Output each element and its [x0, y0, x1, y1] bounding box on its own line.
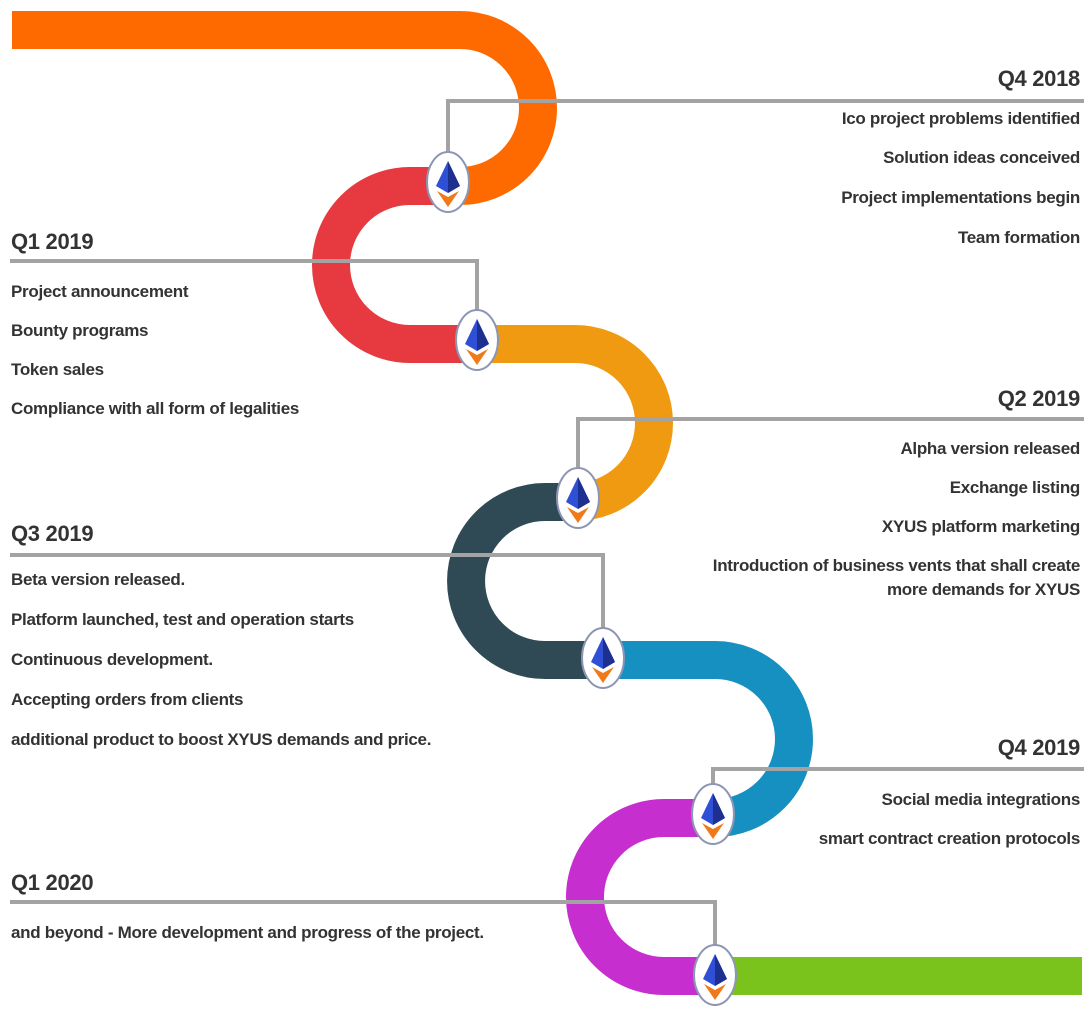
milestone-item: additional product to boost XYUS demands… — [11, 730, 432, 749]
milestone-title: Q1 2019 — [11, 229, 94, 254]
milestone-q3-2019: Q3 2019 Beta version released. Platform … — [11, 521, 431, 750]
milestone-item: Ico project problems identified — [841, 109, 1080, 128]
milestone-item: Social media integrations — [881, 790, 1081, 809]
milestone-item: Exchange listing — [949, 478, 1081, 497]
connector-q1-2019 — [10, 259, 479, 320]
milestone-items: Ico project problems identified Solution… — [841, 108, 1080, 248]
milestone-item: Project implementations begin — [841, 188, 1080, 207]
ethereum-diamond-icon — [465, 319, 489, 365]
milestone-title: Q4 2018 — [997, 66, 1081, 91]
connector-q2-2019 — [576, 417, 1084, 478]
milestone-q4-2018: Q4 2018 Ico project problems identified … — [841, 66, 1080, 248]
milestone-nodes — [426, 151, 737, 1006]
milestone-items: Alpha version released Exchange listing … — [712, 438, 1081, 600]
milestone-items: Project announcement Bounty programs Tok… — [11, 281, 299, 419]
road-segment-2 — [312, 167, 475, 363]
milestone-item: Platform launched, test and operation st… — [11, 610, 354, 629]
milestone-item: Accepting orders from clients — [11, 690, 244, 709]
milestone-node-q1-2019 — [455, 309, 499, 371]
milestone-items: and beyond - More development and progre… — [11, 922, 484, 943]
road-segment-1 — [12, 10, 557, 205]
ethereum-diamond-icon — [591, 637, 615, 683]
road-segments — [12, 10, 1082, 995]
connector-q4-2018 — [446, 99, 1084, 166]
milestone-item: Introduction of business vents that shal… — [712, 556, 1081, 575]
milestone-item: Team formation — [957, 228, 1080, 247]
milestone-q4-2019: Q4 2019 Social media integrations smart … — [818, 735, 1081, 849]
milestone-item: and beyond - More development and progre… — [11, 923, 484, 942]
milestone-title: Q2 2019 — [997, 386, 1081, 411]
milestone-items: Beta version released. Platform launched… — [11, 569, 431, 750]
milestone-node-q3-2019 — [581, 627, 625, 689]
milestone-title: Q3 2019 — [11, 521, 94, 546]
milestone-item: XYUS platform marketing — [881, 517, 1080, 536]
milestone-title: Q1 2020 — [11, 870, 94, 895]
milestone-item: Beta version released. — [11, 570, 185, 589]
ethereum-diamond-icon — [703, 954, 727, 1000]
milestone-title: Q4 2019 — [997, 735, 1081, 760]
milestone-item: Token sales — [11, 360, 104, 379]
milestone-item: Compliance with all form of legalities — [11, 399, 300, 418]
milestone-node-q2-2019 — [556, 467, 600, 529]
ethereum-diamond-icon — [436, 161, 460, 207]
milestone-q1-2020: Q1 2020 and beyond - More development an… — [11, 870, 484, 943]
milestone-node-q1-2020 — [693, 944, 737, 1006]
road-segment-4 — [447, 483, 603, 679]
ethereum-diamond-icon — [566, 477, 590, 523]
road-segment-6 — [566, 799, 715, 995]
connector-q3-2019 — [10, 553, 605, 636]
milestone-q1-2019: Q1 2019 Project announcement Bounty prog… — [11, 229, 299, 419]
milestone-items: Social media integrations smart contract… — [818, 789, 1081, 849]
ethereum-diamond-icon — [701, 793, 725, 839]
milestone-node-q4-2018 — [426, 151, 470, 213]
milestone-item: more demands for XYUS — [886, 580, 1080, 599]
milestone-item: Bounty programs — [11, 321, 149, 340]
milestone-item: Continuous development. — [11, 650, 213, 669]
milestone-node-q4-2019 — [691, 783, 735, 845]
milestone-q2-2019: Q2 2019 Alpha version released Exchange … — [712, 386, 1081, 600]
milestone-item: Project announcement — [11, 282, 189, 301]
road-segment-5 — [603, 641, 813, 837]
connector-q1-2020 — [10, 900, 717, 952]
milestone-item: Solution ideas conceived — [883, 148, 1080, 167]
road-segment-3 — [475, 325, 673, 521]
milestone-item: smart contract creation protocols — [818, 829, 1081, 848]
milestone-item: Alpha version released — [900, 439, 1080, 458]
